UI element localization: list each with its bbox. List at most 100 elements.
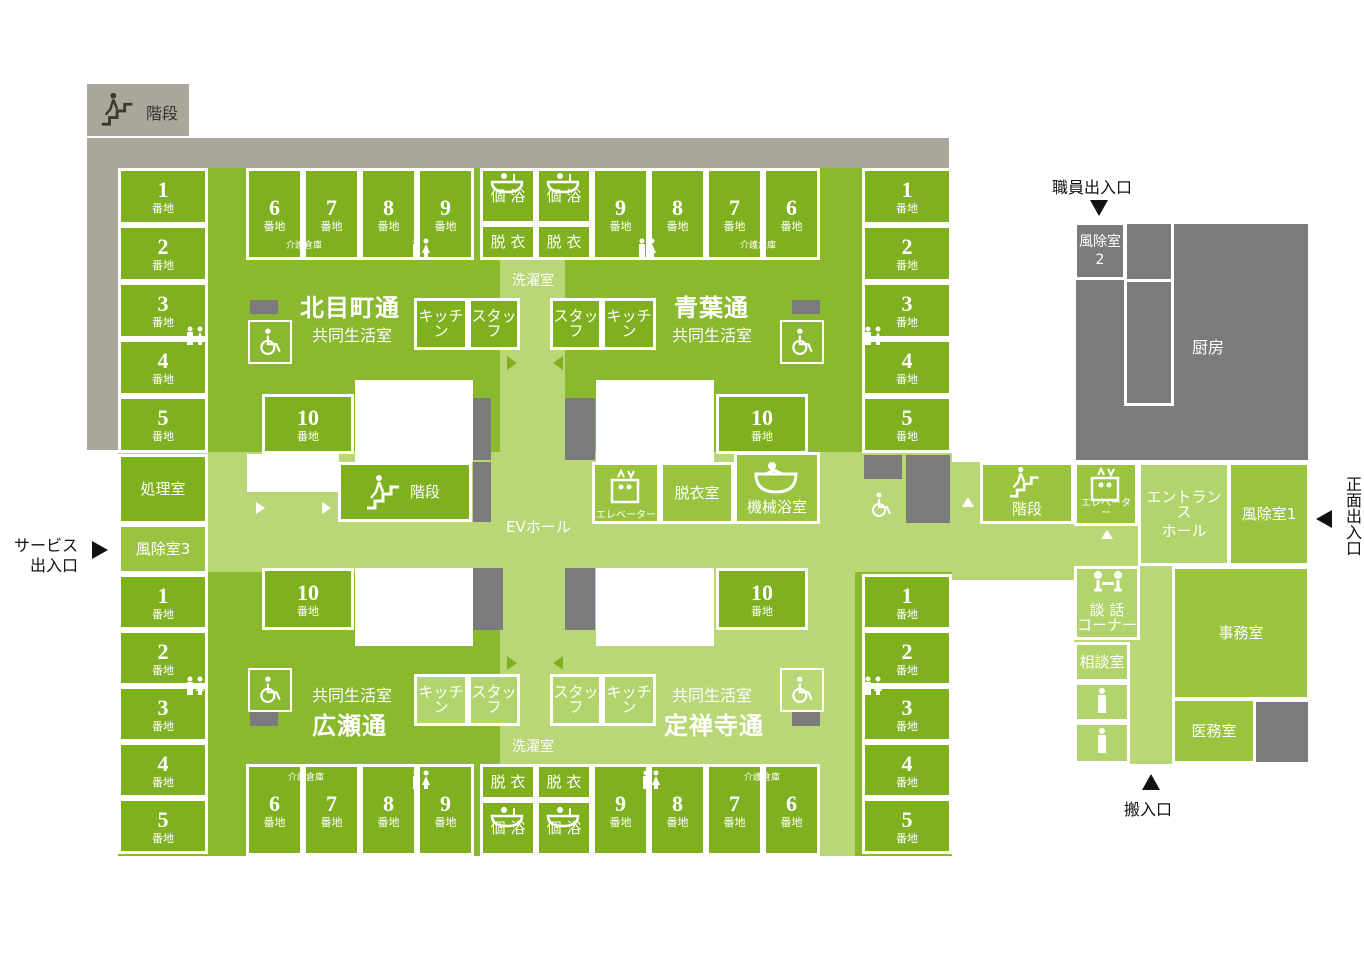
banchi-label: 番地: [152, 373, 174, 386]
machine-bath-icon: [754, 462, 798, 494]
room-staff: スタッフ: [550, 298, 602, 350]
bath-icon: [546, 807, 580, 828]
banchi-label: 番地: [896, 607, 918, 621]
service-entrance-label-2: 出入口: [30, 556, 79, 575]
banchi-label: 番地: [297, 429, 319, 443]
shaft: [473, 568, 503, 630]
banchi-label: 番地: [896, 430, 918, 443]
room-medical: 医務室: [1172, 698, 1256, 764]
room-number: 3: [901, 291, 913, 316]
room-stairs-center: 階段: [338, 462, 472, 522]
room-number: 4: [901, 750, 913, 776]
banchi-label: 番地: [780, 219, 803, 233]
room-number: 10: [297, 404, 319, 430]
elevator-icon: [610, 468, 640, 504]
shaft: [792, 300, 820, 314]
room-consult: 相談室: [1074, 642, 1130, 682]
banchi-label: 番地: [320, 815, 343, 829]
room-number: 4: [157, 750, 169, 776]
room-kitchen: キッチン: [414, 298, 468, 350]
room-number: 4: [157, 348, 169, 373]
room-vestibule1: 風除室1: [1228, 462, 1310, 566]
room-number: 8: [672, 790, 683, 816]
banchi-label: 番地: [434, 219, 457, 233]
room-number: 1: [157, 177, 169, 202]
care-storage-label: 介護倉庫: [286, 241, 323, 251]
unit-sw-title: 広瀬通: [312, 712, 387, 740]
person-icon: [1098, 728, 1106, 753]
arrow-up: [1101, 530, 1113, 539]
bath-icon: [490, 807, 524, 828]
banchi-label: 番地: [666, 219, 689, 233]
care-storage-label: 介護倉庫: [288, 773, 325, 783]
void: [596, 568, 714, 646]
room-number: 1: [901, 177, 913, 202]
accessible-toilet: [248, 668, 292, 712]
bath-icon: [546, 173, 580, 194]
room-number: 6: [269, 194, 280, 220]
unit-se-title: 定禅寺通: [664, 712, 764, 740]
stairs-icon: [1010, 466, 1039, 498]
corridor-arrow: [553, 356, 563, 370]
banchi-label: 番地: [751, 429, 773, 443]
banchi-label: 番地: [609, 219, 632, 233]
shaft: [864, 455, 902, 479]
room-talk: 談 話コーナー: [1074, 566, 1140, 640]
banchi-label: 番地: [152, 316, 174, 329]
room-kitchen: キッチン: [602, 674, 656, 726]
toilet-icon: [865, 676, 882, 695]
care-storage-label: 介護倉庫: [740, 241, 777, 251]
room-number: 7: [326, 194, 337, 220]
room-number: 10: [751, 404, 773, 430]
void: [355, 568, 473, 646]
shaft: [792, 712, 820, 726]
laundry-top: 洗濯室: [512, 273, 554, 289]
service-entrance-label-1: サービス: [14, 536, 79, 555]
room-number: 9: [615, 194, 626, 220]
room-number: 3: [157, 694, 169, 720]
banchi-label: 番地: [723, 815, 746, 829]
room-number: 8: [383, 194, 394, 220]
room-number: 4: [901, 348, 913, 373]
banchi-label: 番地: [609, 815, 632, 829]
void: [596, 380, 714, 462]
void: [247, 454, 339, 492]
room-number: 2: [157, 234, 169, 259]
room-undress-small: 脱 衣: [480, 764, 536, 800]
banchi-label: 番地: [320, 219, 343, 233]
talk-icon: [1094, 571, 1122, 592]
banchi-label: 番地: [751, 604, 773, 618]
banchi-label: 番地: [896, 316, 918, 329]
shaft: [565, 568, 595, 630]
toilet-icon: [865, 326, 882, 345]
banchi-label: 番地: [152, 430, 174, 443]
banchi-label: 番地: [152, 259, 174, 272]
wheelchair-icon: [260, 676, 281, 703]
banchi-label: 番地: [780, 815, 803, 829]
room-number: 7: [729, 790, 740, 816]
wheelchair-icon: [260, 328, 281, 355]
room-number: 9: [440, 790, 451, 816]
room-stairs-east: 階段: [980, 462, 1074, 524]
room-number: 8: [383, 790, 394, 816]
